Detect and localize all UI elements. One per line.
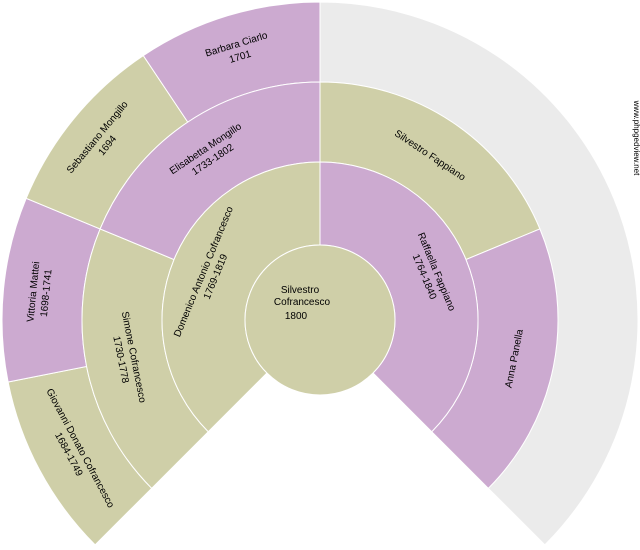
root-name-line2: Cofrancesco xyxy=(274,297,331,308)
watermark: www.phpgedview.net xyxy=(632,100,640,176)
root-name-line1: Silvestro xyxy=(281,285,320,296)
root-person-label: Silvestro Cofrancesco 1800 xyxy=(274,285,331,322)
root-person-circle[interactable] xyxy=(244,244,396,396)
ancestor-years: 1698-1741 xyxy=(39,268,55,317)
root-years: 1800 xyxy=(285,311,308,322)
